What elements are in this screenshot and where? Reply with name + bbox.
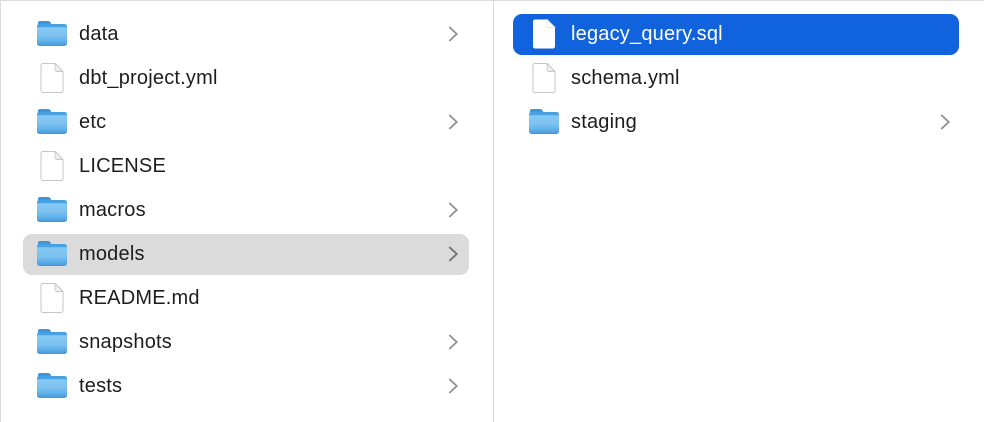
file-icon	[529, 61, 559, 95]
list-item-readme-md[interactable]: README.md	[1, 276, 493, 320]
folder-name: data	[79, 22, 119, 45]
list-item-data[interactable]: data	[1, 12, 493, 56]
folder-icon	[37, 193, 67, 227]
folder-icon	[37, 369, 67, 403]
list-item-legacy-query-sql[interactable]: legacy_query.sql	[494, 12, 984, 56]
folder-icon	[37, 325, 67, 359]
list-item-dbt-project-yml[interactable]: dbt_project.yml	[1, 56, 493, 100]
chevron-right-icon	[448, 378, 459, 395]
column-divider[interactable]	[493, 1, 494, 422]
list-item-schema-yml[interactable]: schema.yml	[494, 56, 984, 100]
file-icon	[37, 149, 67, 183]
file-icon	[529, 17, 559, 51]
file-icon	[37, 61, 67, 95]
column-children: legacy_query.sql schema.yml staging	[494, 1, 984, 422]
folder-name: snapshots	[79, 330, 172, 353]
list-item-models[interactable]: models	[1, 232, 493, 276]
folder-name: models	[79, 242, 145, 265]
list-item-license[interactable]: LICENSE	[1, 144, 493, 188]
folder-name: etc	[79, 110, 107, 133]
file-name: README.md	[79, 286, 200, 309]
list-item-etc[interactable]: etc	[1, 100, 493, 144]
selection-highlight-inactive	[23, 233, 469, 275]
file-name: dbt_project.yml	[79, 66, 218, 89]
chevron-right-icon	[940, 114, 951, 131]
list-item-macros[interactable]: macros	[1, 188, 493, 232]
folder-icon	[37, 237, 67, 271]
folder-name: staging	[571, 110, 637, 133]
file-list-right: legacy_query.sql schema.yml staging	[494, 1, 984, 144]
folder-name: tests	[79, 374, 123, 397]
file-icon	[37, 281, 67, 315]
chevron-right-icon	[448, 202, 459, 219]
chevron-right-icon	[448, 114, 459, 131]
file-name: LICENSE	[79, 154, 166, 177]
chevron-right-icon	[448, 334, 459, 351]
file-name: legacy_query.sql	[571, 22, 723, 45]
list-item-snapshots[interactable]: snapshots	[1, 320, 493, 364]
folder-name: macros	[79, 198, 146, 221]
selection-highlight-active	[513, 13, 959, 55]
folder-icon	[37, 105, 67, 139]
chevron-right-icon	[448, 246, 459, 263]
list-item-staging[interactable]: staging	[494, 100, 984, 144]
folder-icon	[529, 105, 559, 139]
file-name: schema.yml	[571, 66, 680, 89]
chevron-right-icon	[448, 26, 459, 43]
list-item-tests[interactable]: tests	[1, 364, 493, 408]
folder-icon	[37, 17, 67, 51]
